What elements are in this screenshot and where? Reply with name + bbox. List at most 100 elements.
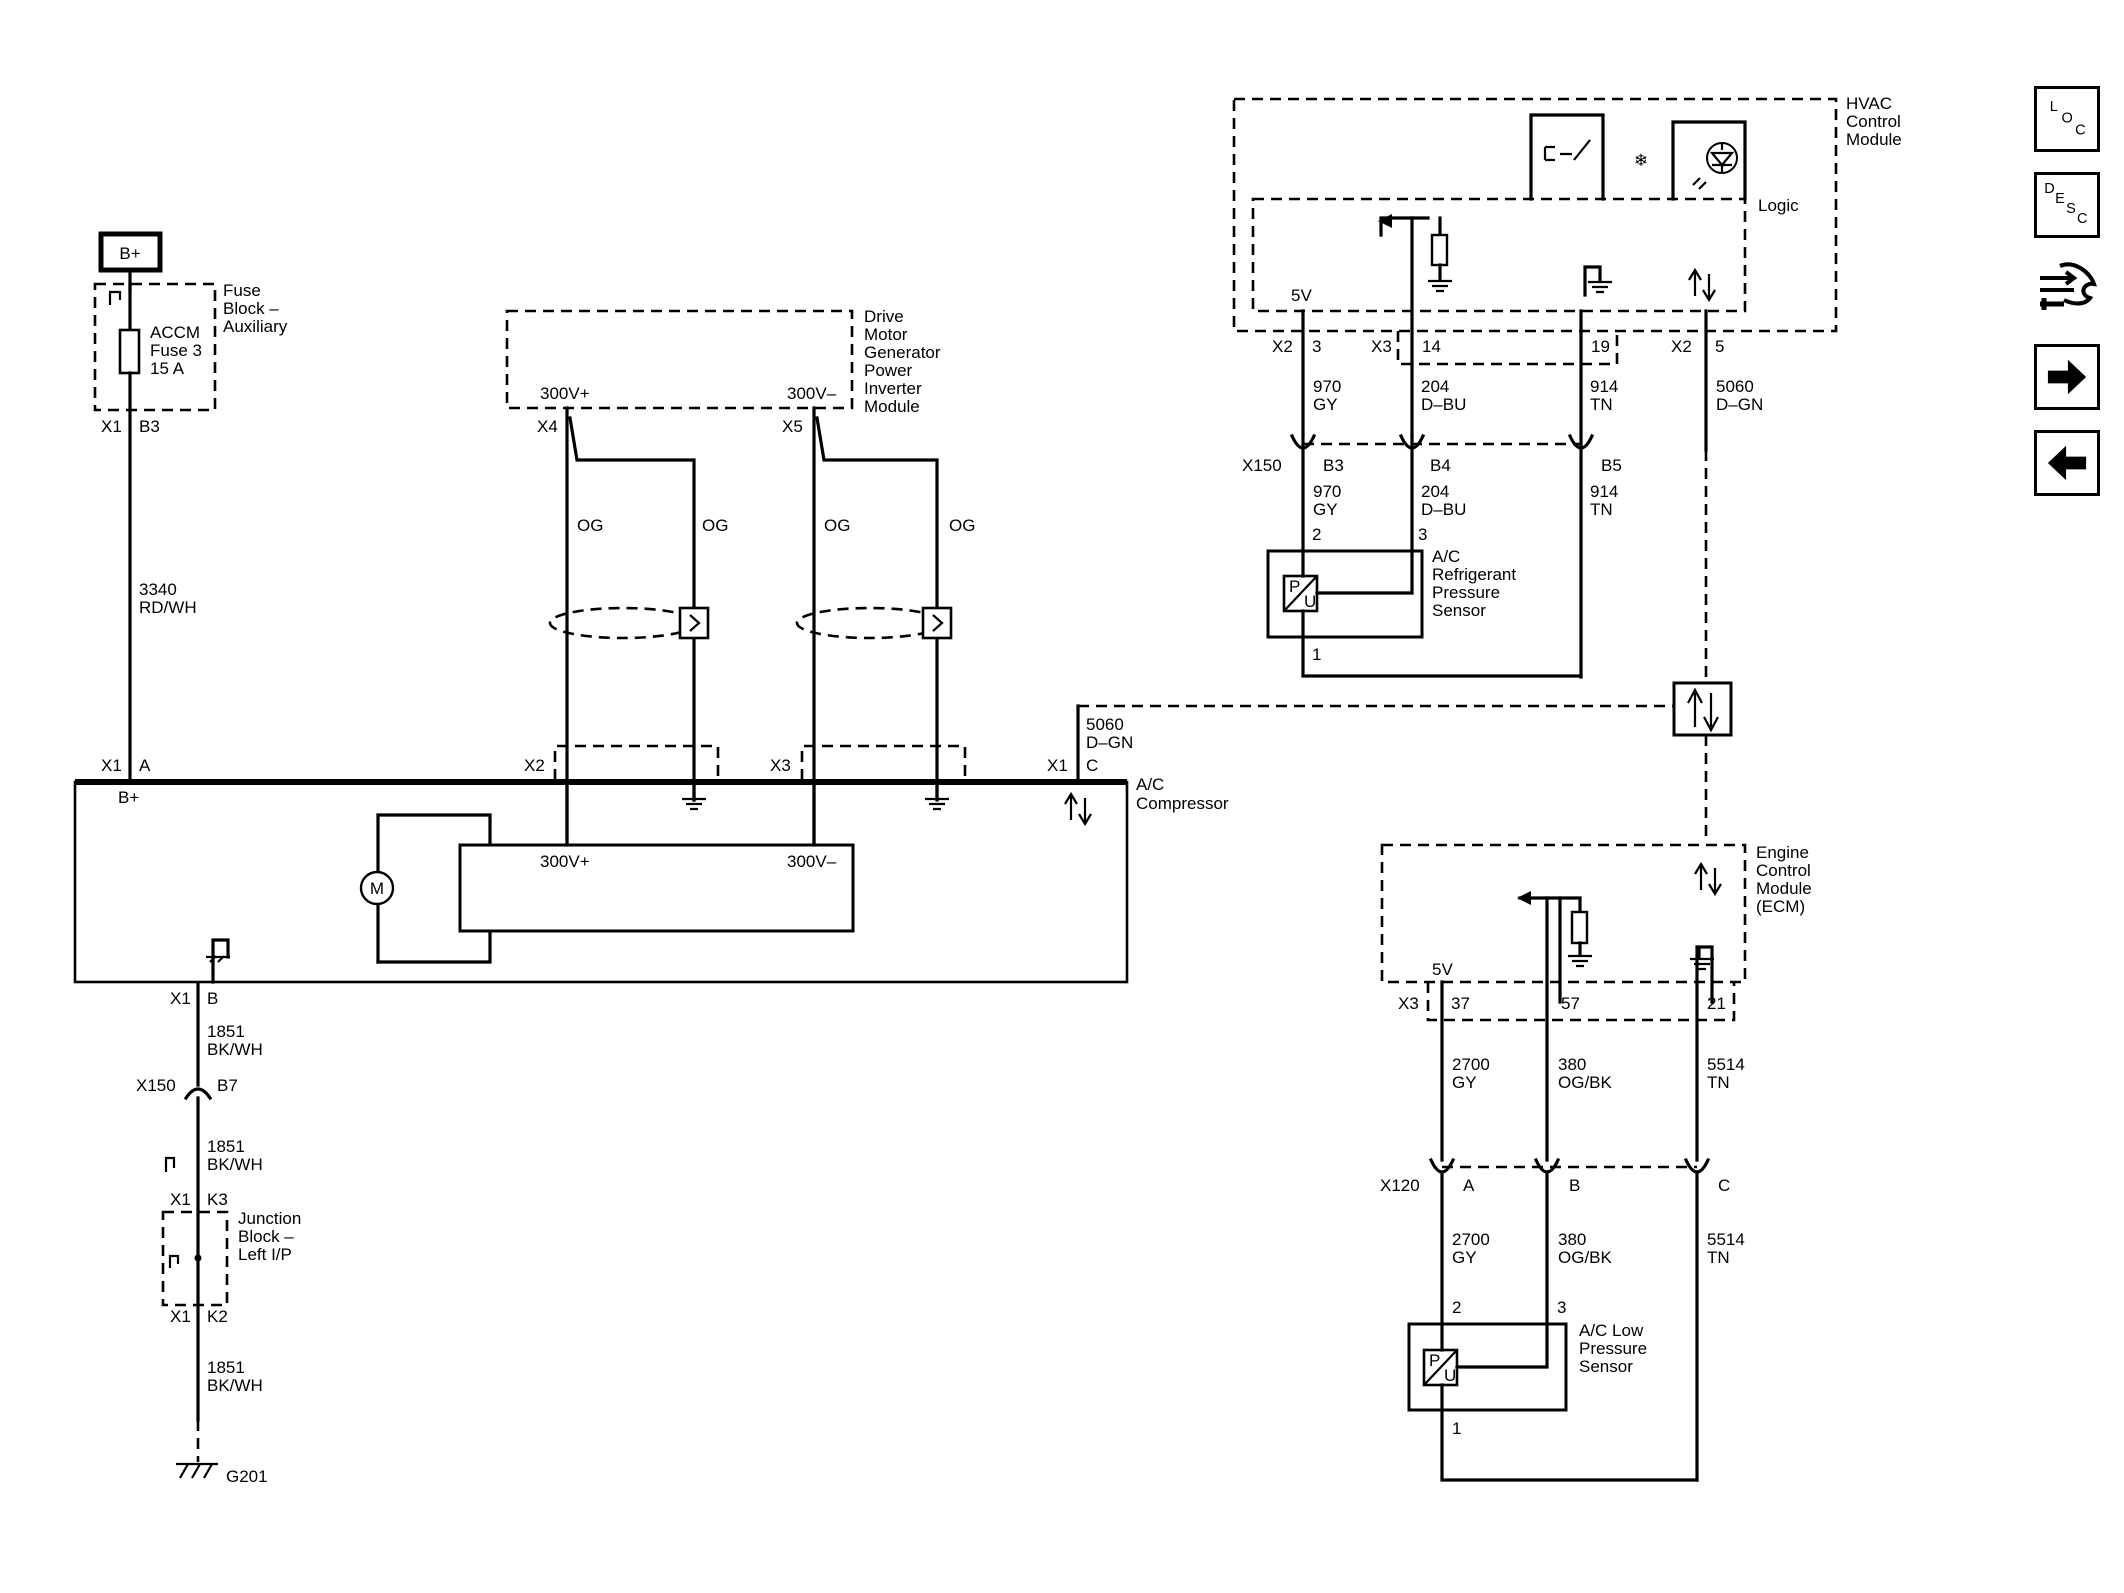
- junction-block-left-ip: Junction Block – Left I/P: [161, 1209, 301, 1307]
- svg-text:Block –: Block –: [223, 299, 279, 318]
- svg-text:1851: 1851: [207, 1358, 245, 1377]
- svg-text:Drive: Drive: [864, 307, 904, 326]
- svg-text:970: 970: [1313, 482, 1341, 501]
- svg-text:M: M: [370, 879, 384, 898]
- svg-text:3: 3: [1418, 525, 1427, 544]
- svg-text:914: 914: [1590, 482, 1618, 501]
- svg-text:S: S: [2066, 201, 2076, 217]
- svg-text:D: D: [2044, 181, 2055, 197]
- svg-text:TN: TN: [1590, 500, 1613, 519]
- svg-text:Logic: Logic: [1758, 196, 1799, 215]
- svg-text:C: C: [2075, 122, 2086, 138]
- svg-text:Control: Control: [1756, 861, 1811, 880]
- svg-text:1: 1: [1312, 645, 1321, 664]
- svg-text:HVAC: HVAC: [1846, 94, 1892, 113]
- svg-text:C: C: [2077, 211, 2088, 227]
- svg-text:B+: B+: [118, 788, 139, 807]
- svg-text:X1: X1: [101, 417, 122, 436]
- svg-text:5V: 5V: [1432, 960, 1453, 979]
- desc-icon: D E S C: [2044, 181, 2088, 227]
- svg-text:5V: 5V: [1291, 286, 1312, 305]
- svg-text:Block –: Block –: [238, 1227, 294, 1246]
- svg-text:L: L: [2050, 99, 2058, 115]
- svg-text:B3: B3: [1323, 456, 1344, 475]
- svg-text:D–GN: D–GN: [1086, 733, 1133, 752]
- location-button[interactable]: L O C: [2034, 86, 2100, 152]
- svg-text:ACCM: ACCM: [150, 323, 200, 342]
- engine-control-module: Engine Control Module (ECM) 5V: [1380, 843, 1812, 1004]
- svg-text:X3: X3: [1371, 337, 1392, 356]
- power-inverter-module: Drive Motor Generator Power Inverter Mod…: [505, 307, 941, 416]
- svg-text:300V+: 300V+: [540, 384, 590, 403]
- svg-text:X120: X120: [1380, 1176, 1420, 1195]
- svg-text:K2: K2: [207, 1307, 228, 1326]
- svg-text:Pressure: Pressure: [1579, 1339, 1647, 1358]
- svg-text:B4: B4: [1430, 456, 1451, 475]
- svg-text:OG: OG: [577, 516, 603, 535]
- svg-text:57: 57: [1561, 994, 1580, 1013]
- svg-text:Module: Module: [1846, 130, 1902, 149]
- svg-text:14: 14: [1422, 337, 1441, 356]
- svg-text:TN: TN: [1590, 395, 1613, 414]
- svg-text:X2: X2: [1671, 337, 1692, 356]
- svg-text:C: C: [1718, 1176, 1730, 1195]
- hvac-control-module: HVAC Control Module ❄ Logic 5V: [1232, 94, 1902, 333]
- svg-text:A/C: A/C: [1136, 775, 1164, 794]
- svg-text:204: 204: [1421, 377, 1449, 396]
- svg-text:OG: OG: [824, 516, 850, 535]
- svg-text:P: P: [1429, 1351, 1440, 1370]
- svg-text:Pressure: Pressure: [1432, 583, 1500, 602]
- next-page-button[interactable]: [2034, 344, 2100, 410]
- serial-data-splice: [1672, 681, 1733, 737]
- svg-text:Sensor: Sensor: [1579, 1357, 1633, 1376]
- svg-text:X3: X3: [1398, 994, 1419, 1013]
- svg-text:D–BU: D–BU: [1421, 500, 1466, 519]
- svg-text:OG/BK: OG/BK: [1558, 1073, 1613, 1092]
- svg-text:Engine: Engine: [1756, 843, 1809, 862]
- svg-text:GY: GY: [1452, 1248, 1477, 1267]
- snowflake-icon: ❄: [1634, 151, 1648, 170]
- svg-text:B: B: [1569, 1176, 1580, 1195]
- svg-text:914: 914: [1590, 377, 1618, 396]
- svg-text:A/C Low: A/C Low: [1579, 1321, 1644, 1340]
- svg-text:1851: 1851: [207, 1137, 245, 1156]
- svg-text:BK/WH: BK/WH: [207, 1040, 263, 1059]
- svg-text:Auxiliary: Auxiliary: [223, 317, 288, 336]
- svg-text:RD/WH: RD/WH: [139, 598, 197, 617]
- connector-icon: [2040, 262, 2097, 310]
- svg-text:5514: 5514: [1707, 1230, 1745, 1249]
- svg-text:C: C: [1086, 756, 1098, 775]
- bplus-source: B+: [98, 231, 163, 273]
- svg-text:GY: GY: [1452, 1073, 1477, 1092]
- svg-text:K3: K3: [207, 1190, 228, 1209]
- svg-text:GY: GY: [1313, 395, 1338, 414]
- svg-text:1: 1: [1452, 1419, 1461, 1438]
- svg-text:D–GN: D–GN: [1716, 395, 1763, 414]
- svg-text:B: B: [207, 989, 218, 1008]
- svg-text:3: 3: [1312, 337, 1321, 356]
- svg-text:X2: X2: [1272, 337, 1293, 356]
- ac-compressor: A/C Compressor B+ X1 A X2 X3 X1 C M 300V…: [73, 744, 1229, 984]
- svg-text:5: 5: [1715, 337, 1724, 356]
- svg-text:A: A: [1463, 1176, 1475, 1195]
- svg-text:37: 37: [1451, 994, 1470, 1013]
- svg-text:X1: X1: [1047, 756, 1068, 775]
- svg-text:E: E: [2055, 191, 2065, 207]
- svg-text:X150: X150: [1242, 456, 1282, 475]
- connector-button[interactable]: [2034, 258, 2100, 324]
- svg-text:21: 21: [1707, 994, 1726, 1013]
- svg-text:300V–: 300V–: [787, 852, 837, 871]
- svg-text:300V–: 300V–: [787, 384, 837, 403]
- svg-text:TN: TN: [1707, 1073, 1730, 1092]
- description-button[interactable]: D E S C: [2034, 172, 2100, 238]
- svg-text:B7: B7: [217, 1076, 238, 1095]
- motor-symbol: [359, 870, 395, 906]
- previous-page-button[interactable]: [2034, 430, 2100, 496]
- svg-text:X2: X2: [524, 756, 545, 775]
- svg-text:Junction: Junction: [238, 1209, 301, 1228]
- svg-text:BK/WH: BK/WH: [207, 1376, 263, 1395]
- svg-text:U: U: [1444, 1366, 1456, 1385]
- svg-text:2: 2: [1452, 1298, 1461, 1317]
- svg-text:X150: X150: [136, 1076, 176, 1095]
